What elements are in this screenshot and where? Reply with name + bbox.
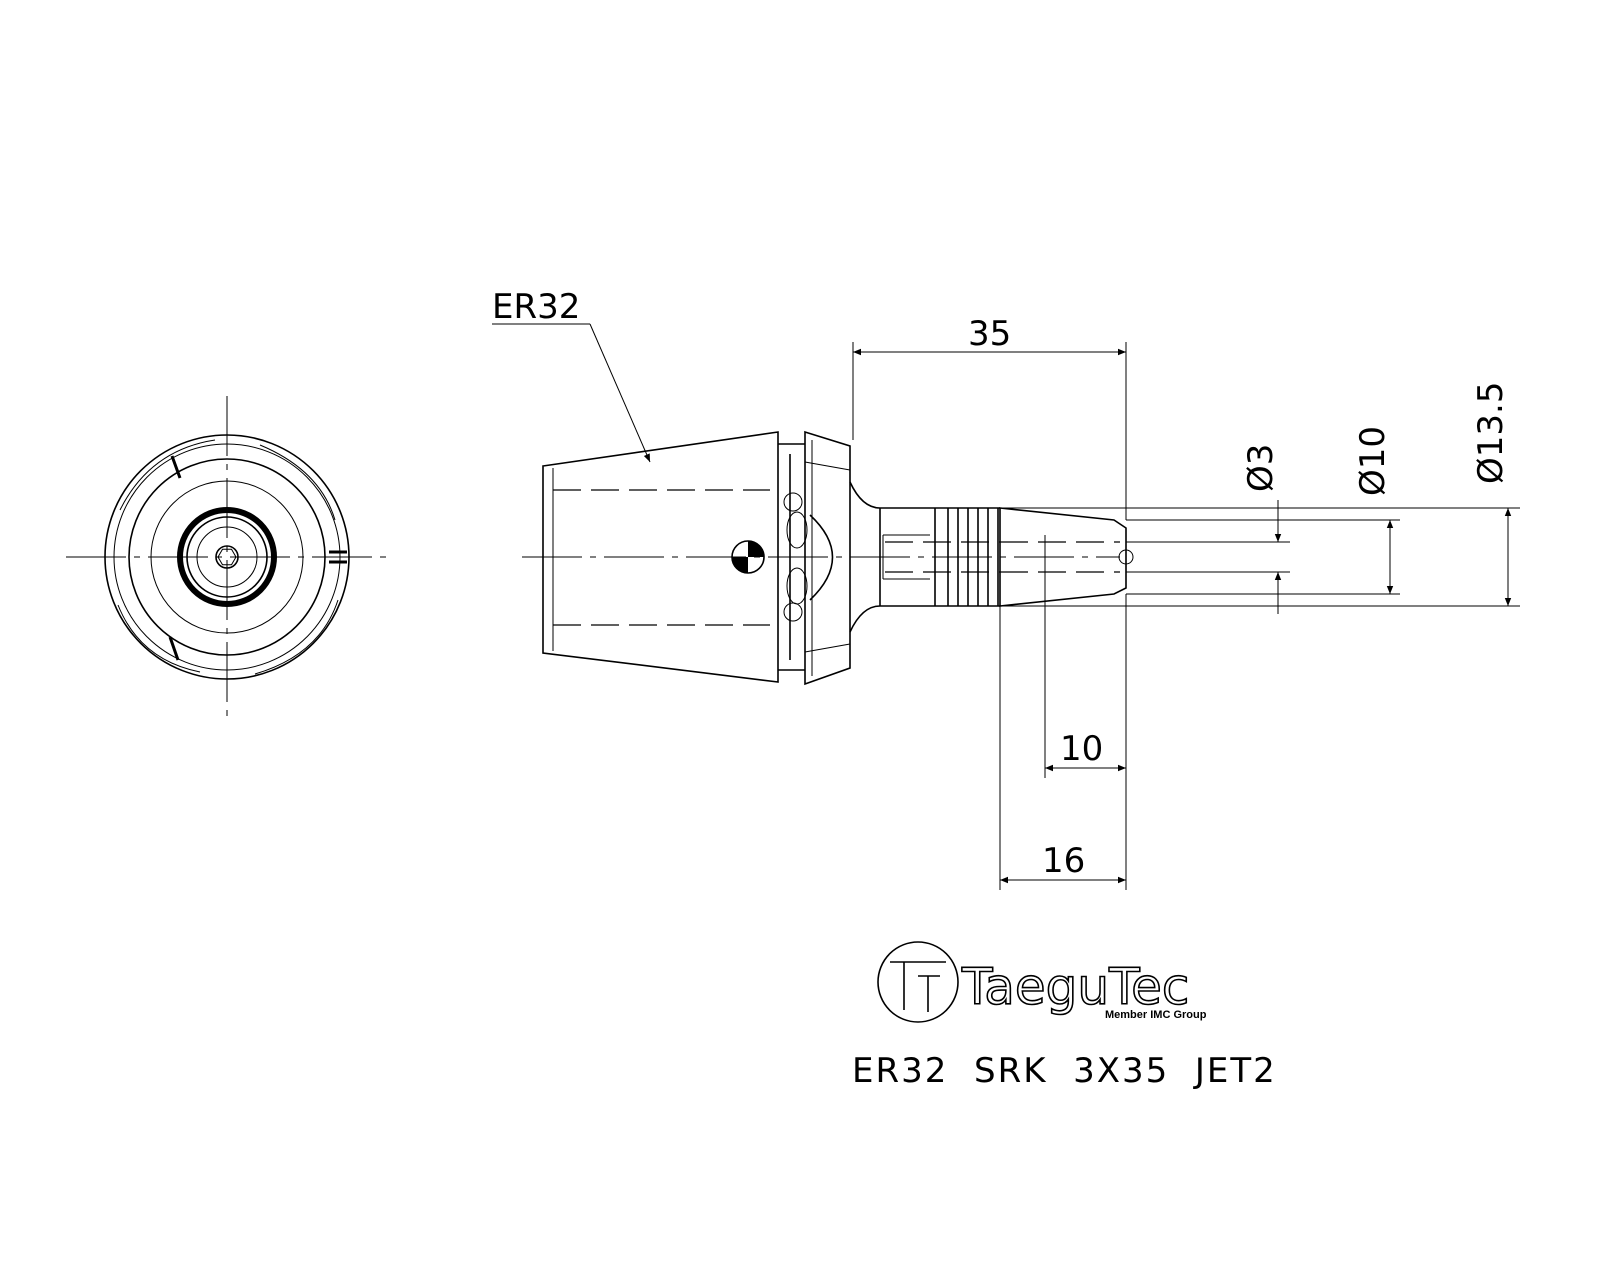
jet-slot-top [786,511,808,549]
outer-ring [104,434,350,680]
side-view [522,430,1134,686]
thread-arc-3 [117,604,201,673]
er32-leader [589,323,651,463]
collet-nut-body [542,431,779,683]
logo-tt-glyph-icon [890,961,946,1012]
logo-tagline: Member IMC Group [1105,1009,1207,1021]
section-marker-fill-1 [748,541,764,557]
part-number: ER32 SRK 3X35 JET2 [852,1051,1277,1091]
shank-ring [196,526,258,588]
end-view [66,396,390,718]
bore-ring [186,516,268,598]
thread-arc-1 [119,439,216,511]
flange-detail-bottom [804,643,851,653]
neck-fillet-top [849,481,881,509]
flange [804,430,851,686]
notch-bottom-left [168,636,180,661]
dim-16-length: 16 [999,606,1126,890]
spherical-seat [809,514,834,601]
dim-10-text: Ø10 [1353,426,1393,496]
dim-diameters: Ø3 Ø10 Ø13.5 [1000,382,1520,614]
tip-hole [1118,549,1134,565]
thread-arc-2 [259,444,336,521]
dim-10-length: 10 [1044,580,1127,890]
jet-slot-bottom [786,567,808,605]
jet-hole-bottom [783,602,803,622]
hex-socket-icon [217,548,237,566]
bore-ring-heavy [177,507,277,607]
logo-brand: TaeguTec [961,958,1189,1016]
outer-ring-inner [113,443,341,671]
notch-top-left [170,455,182,479]
dim-16-text: 16 [1042,841,1085,881]
dim-13-5-text: Ø13.5 [1471,382,1511,484]
flange-detail-top [804,461,851,471]
dim-35-text: 35 [968,314,1011,354]
collet-face-ring [150,480,304,634]
dim-35: 35 [852,314,1127,520]
dim-10l-text: 10 [1060,729,1103,769]
hex-socket-outer [215,545,239,569]
thread-arc-4 [254,599,339,675]
taegutec-logo: TaeguTec Member IMC Group [877,941,1207,1023]
grip-grooves [934,508,999,606]
logo-circle-icon [877,941,959,1023]
jet-hole-top [783,492,803,512]
neck-fillet-bottom [849,605,881,633]
er32-label: ER32 [492,287,580,327]
section-marker-fill-2 [732,557,748,573]
dim-3-text: Ø3 [1241,444,1281,492]
middle-ring [128,458,326,656]
er32-callout: ER32 [492,287,651,463]
